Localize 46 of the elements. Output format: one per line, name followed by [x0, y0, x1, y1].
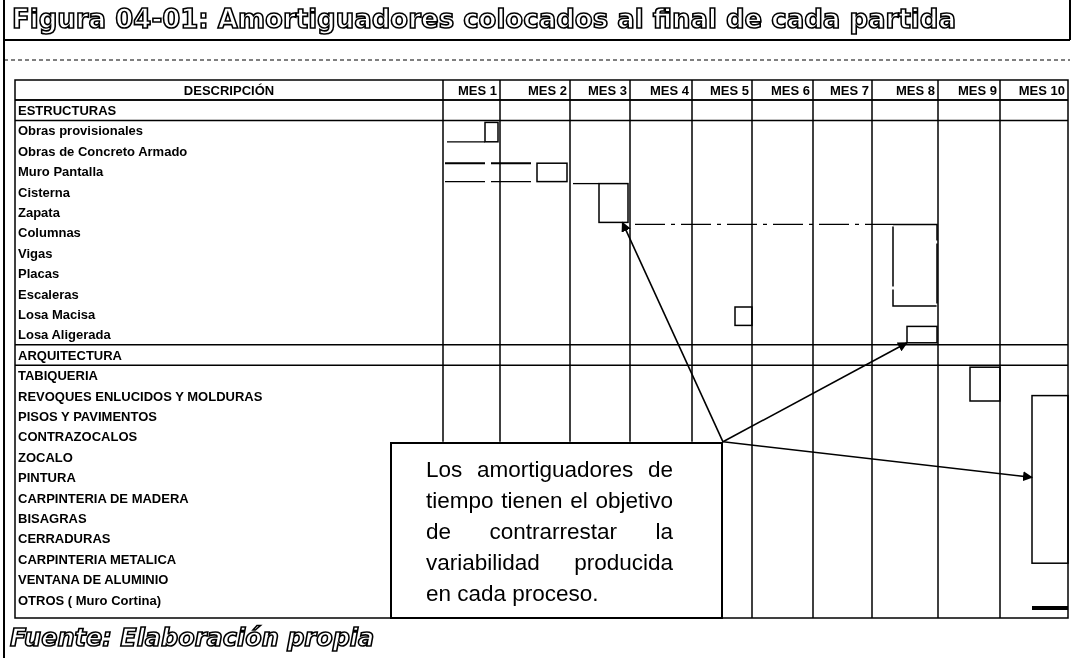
column-header: MES 6: [770, 83, 810, 98]
row-label: CARPINTERIA METALICA: [18, 551, 177, 567]
row-label: Escaleras: [18, 286, 79, 302]
callout-box: [390, 441, 723, 619]
arrow: [722, 341, 908, 443]
callout-text: Los amortiguadores de tiempo tienen el objetivo de contrarrestar la variabilidad producida en cada proceso.: [426, 455, 673, 608]
buffer-box: [598, 182, 629, 224]
row-label: OTROS ( Muro Cortina): [18, 592, 161, 608]
buffer-box: [1031, 394, 1069, 564]
arrow: [722, 441, 1033, 482]
arrow: [621, 221, 724, 443]
row-label: Zapata: [18, 205, 60, 220]
column-header: MES 7: [829, 83, 869, 98]
row-label: BISAGRAS: [18, 511, 87, 526]
row-label: REVOQUES ENLUCIDOS Y MOLDURAS: [18, 388, 263, 404]
row-label: Losa Aligerada: [18, 327, 111, 343]
column-header: MES 3: [587, 83, 627, 98]
column-header: MES 2: [527, 83, 567, 98]
column-header: DESCRIPCIÓN: [182, 83, 276, 98]
row-label: Placas: [18, 266, 60, 282]
row-label: ZOCALO: [18, 449, 73, 465]
row-label: CARPINTERIA DE MADERA: [18, 490, 189, 506]
section-heading: ESTRUCTURAS: [18, 103, 117, 118]
row-label: Vigas: [18, 245, 53, 261]
buffer-box: [906, 325, 938, 344]
column-header: MES 5: [709, 83, 749, 98]
row-label: Muro Pantalla: [18, 164, 104, 180]
row-label: Cisterna: [18, 184, 71, 200]
section-heading: ARQUITECTURA: [18, 347, 122, 363]
source-caption: Fuente: Elaboración propia: [10, 624, 375, 652]
row-label: VENTANA DE ALUMINIO: [18, 572, 169, 588]
row-label: PINTURA: [18, 470, 76, 486]
column-header: MES 8: [895, 83, 935, 98]
column-header: MES 4: [649, 83, 689, 98]
column-header: MES 9: [957, 83, 997, 98]
row-label: Columnas: [18, 225, 81, 241]
row-label: PISOS Y PAVIMENTOS: [18, 409, 157, 424]
column-header: MES 10: [1017, 83, 1065, 98]
row-label: CONTRAZOCALOS: [18, 429, 138, 445]
column-header: MES 1: [457, 83, 497, 98]
row-label: CERRADURAS: [18, 531, 111, 547]
figure-title: Figura 04-01: Amortiguadores colocados al final de cada partida: [12, 4, 956, 34]
row-label: Obras de Concreto Armado: [18, 143, 188, 159]
row-label: Losa Macisa: [18, 307, 96, 322]
row-label: TABIQUERIA: [18, 368, 98, 384]
row-label: Obras provisionales: [18, 123, 143, 139]
